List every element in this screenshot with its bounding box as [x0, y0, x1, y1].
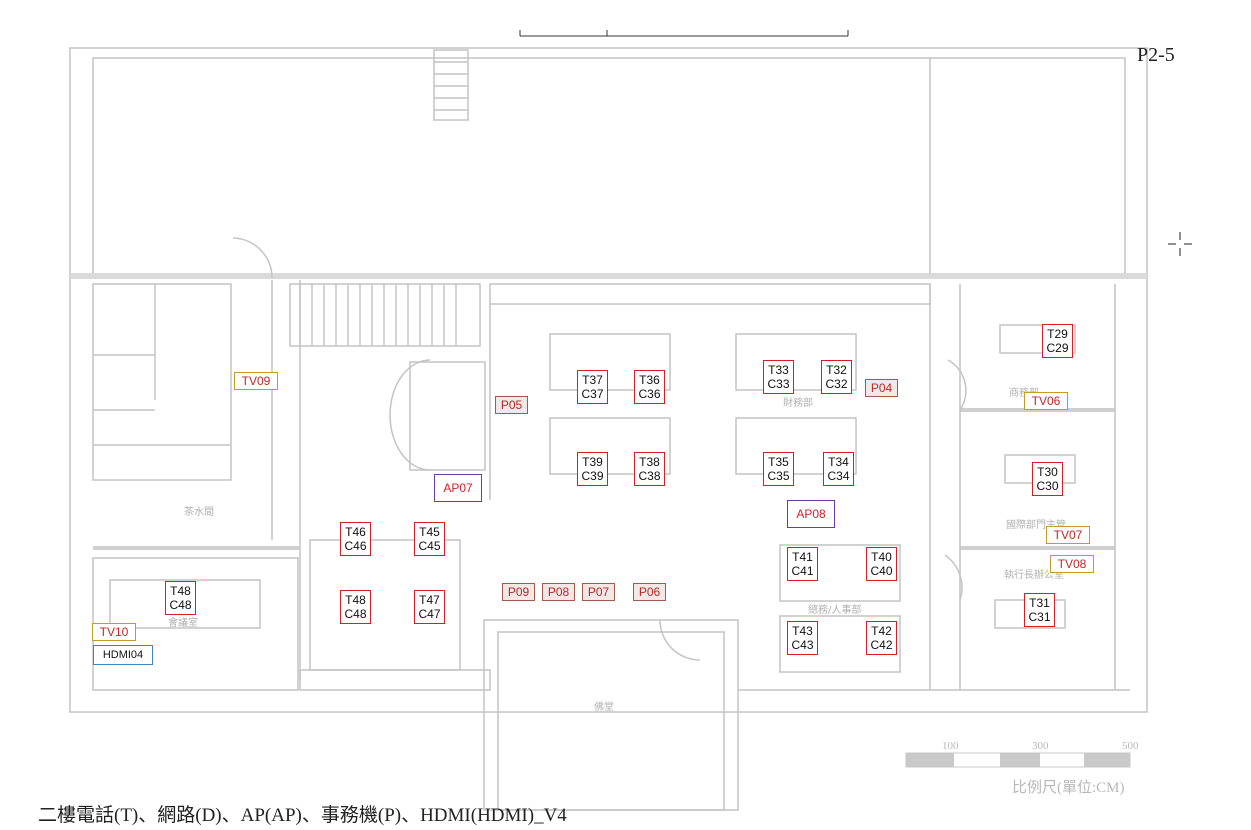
phone-id: T48: [345, 593, 366, 607]
scale-tick: 100: [942, 740, 959, 752]
access-point-label: AP08: [787, 500, 835, 528]
printer-label: P09: [502, 583, 535, 601]
phone-id: T43: [792, 624, 813, 638]
hdmi-label: HDMI04: [93, 645, 153, 665]
page-label: P2-5: [1137, 44, 1175, 66]
phone-id: T35: [768, 455, 789, 469]
network-id: C47: [418, 607, 441, 621]
network-id: C45: [418, 539, 441, 553]
room-label-pantry: 茶水間: [184, 507, 214, 518]
phone-id: T34: [828, 455, 849, 469]
room-label-intl: 國際部門主管: [1006, 520, 1066, 531]
printer-label: P05: [495, 396, 528, 414]
room-label-exec: 執行長辦公室: [1004, 570, 1064, 581]
tv-label: TV08: [1050, 555, 1094, 573]
network-id: C30: [1036, 479, 1059, 493]
plan-caption: 二樓電話(T)、網路(D)、AP(AP)、事務機(P)、HDMI(HDMI)_V…: [38, 805, 567, 826]
network-id: C31: [1028, 610, 1051, 624]
phone-id: T47: [419, 593, 440, 607]
tv-label: TV10: [92, 623, 136, 641]
phone-id: T42: [871, 624, 892, 638]
network-id: C41: [791, 564, 814, 578]
phone-id: T36: [639, 373, 660, 387]
phone-id: T30: [1037, 465, 1058, 479]
printer-label: P04: [865, 379, 898, 397]
network-id: C37: [581, 387, 604, 401]
network-id: C29: [1046, 341, 1069, 355]
phone-id: T31: [1029, 596, 1050, 610]
phone-id: T39: [582, 455, 603, 469]
network-id: C35: [767, 469, 790, 483]
scale-tick: 300: [1032, 740, 1049, 752]
network-id: C36: [638, 387, 661, 401]
access-point-label: AP07: [434, 474, 482, 502]
network-id: C34: [827, 469, 850, 483]
room-label-finance: 財務部: [783, 398, 813, 409]
network-id: C39: [581, 469, 604, 483]
phone-id: T37: [582, 373, 603, 387]
tv-label: TV07: [1046, 526, 1090, 544]
room-label-lobby: 佛堂: [594, 702, 614, 713]
printer-label: P07: [582, 583, 615, 601]
printer-label: P08: [542, 583, 575, 601]
phone-id: T29: [1047, 327, 1068, 341]
phone-id: T48: [170, 584, 191, 598]
network-id: C32: [825, 377, 848, 391]
network-id: C38: [638, 469, 661, 483]
phone-id: T38: [639, 455, 660, 469]
printer-label: P06: [633, 583, 666, 601]
phone-id: T45: [419, 525, 440, 539]
network-id: C46: [344, 539, 367, 553]
network-id: C43: [791, 638, 814, 652]
network-id: C48: [344, 607, 367, 621]
phone-id: T33: [768, 363, 789, 377]
network-id: C48: [169, 598, 192, 612]
network-id: C42: [870, 638, 893, 652]
tv-label: TV09: [234, 372, 278, 390]
scale-tick: 500: [1122, 740, 1139, 752]
room-label-meeting: 會議室: [168, 618, 198, 629]
phone-id: T41: [792, 550, 813, 564]
phone-id: T32: [826, 363, 847, 377]
network-id: C33: [767, 377, 790, 391]
tv-label: TV06: [1024, 392, 1068, 410]
scale-title: 比例尺(單位:CM): [1012, 780, 1125, 796]
room-label-hr: 總務/人事部: [808, 605, 862, 616]
phone-id: T46: [345, 525, 366, 539]
phone-id: T40: [871, 550, 892, 564]
network-id: C40: [870, 564, 893, 578]
